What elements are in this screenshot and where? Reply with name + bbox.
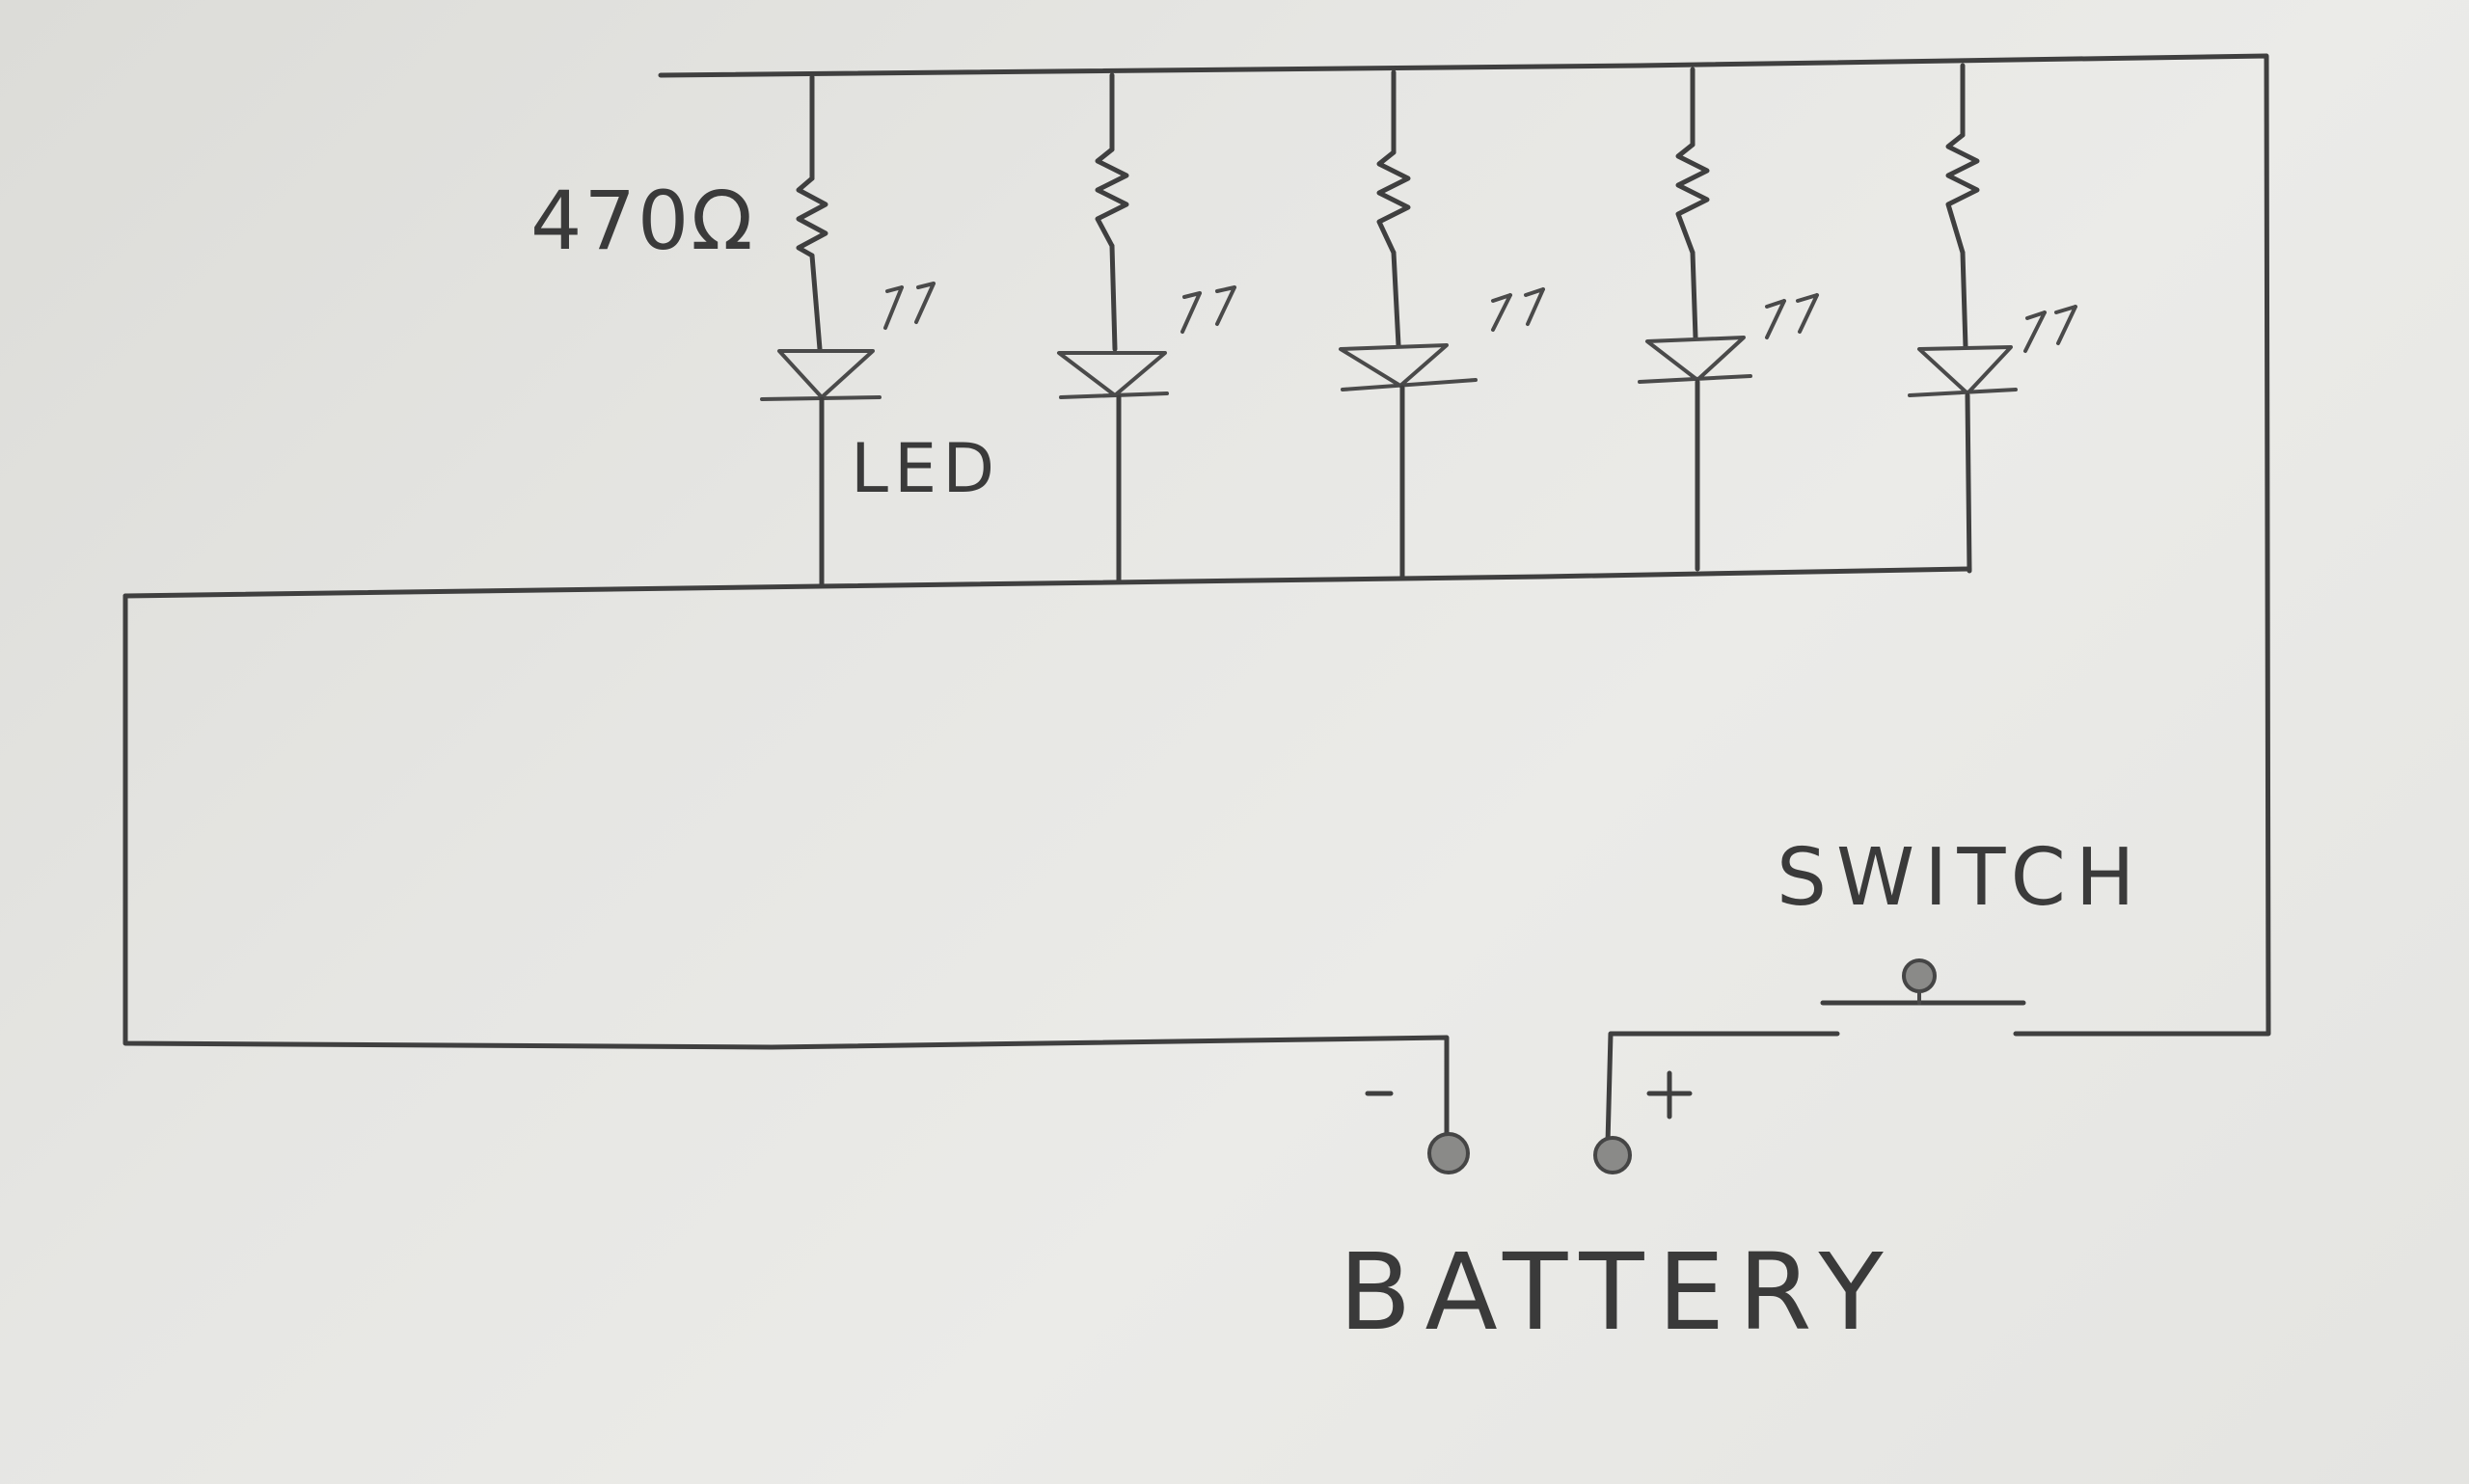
led-1-emission-arrows [883,282,936,330]
branch-2 [1057,72,1236,583]
branch-1-mid-wire [809,253,823,352]
led-4-symbol [1638,336,1752,384]
resistor-5 [1945,132,1980,256]
led-3-symbol [1339,343,1478,391]
switch-button [1902,958,1937,993]
resistor-value-label: 470Ω [530,174,755,268]
led-5-symbol [1908,345,2018,397]
switch-label: SWITCH [1777,832,2145,924]
battery-positive-terminal [1593,1136,1632,1174]
battery-terminals [1365,1070,1693,1174]
branch-3-mid-wire [1391,250,1401,348]
resistor-1 [796,175,828,258]
resistor-4 [1675,142,1710,256]
battery-negative-terminal [1427,1132,1470,1174]
resistor-2 [1095,147,1129,249]
branch-5 [1908,63,2077,574]
led-label: LED [851,429,1000,508]
led-3-emission-arrows [1491,287,1545,332]
bottom-rail-wire [122,566,1972,599]
branch-1 [760,74,936,587]
push-switch [1820,958,2026,1006]
led-4-emission-arrows [1765,293,1819,339]
branch-4-mid-wire [1690,250,1698,340]
resistor-3 [1376,149,1411,256]
led-2-emission-arrows [1180,285,1236,334]
positive-sign [1646,1070,1693,1120]
positive-wire [1605,1031,1840,1147]
branch-2-mid-wire [1109,243,1118,352]
branch-5-bottom-wire [1965,392,1972,574]
branch-5-mid-wire [1960,250,1968,350]
led-5-emission-arrows [2023,305,2077,353]
top-rail-wire [658,53,2271,1037]
left-return-wire [122,593,1450,1147]
led-1-symbol [760,349,882,401]
branch-3 [1339,69,1545,580]
battery-label: BATTERY [1339,1230,1897,1354]
branch-4 [1638,67,1819,572]
led-2-symbol [1057,351,1169,399]
